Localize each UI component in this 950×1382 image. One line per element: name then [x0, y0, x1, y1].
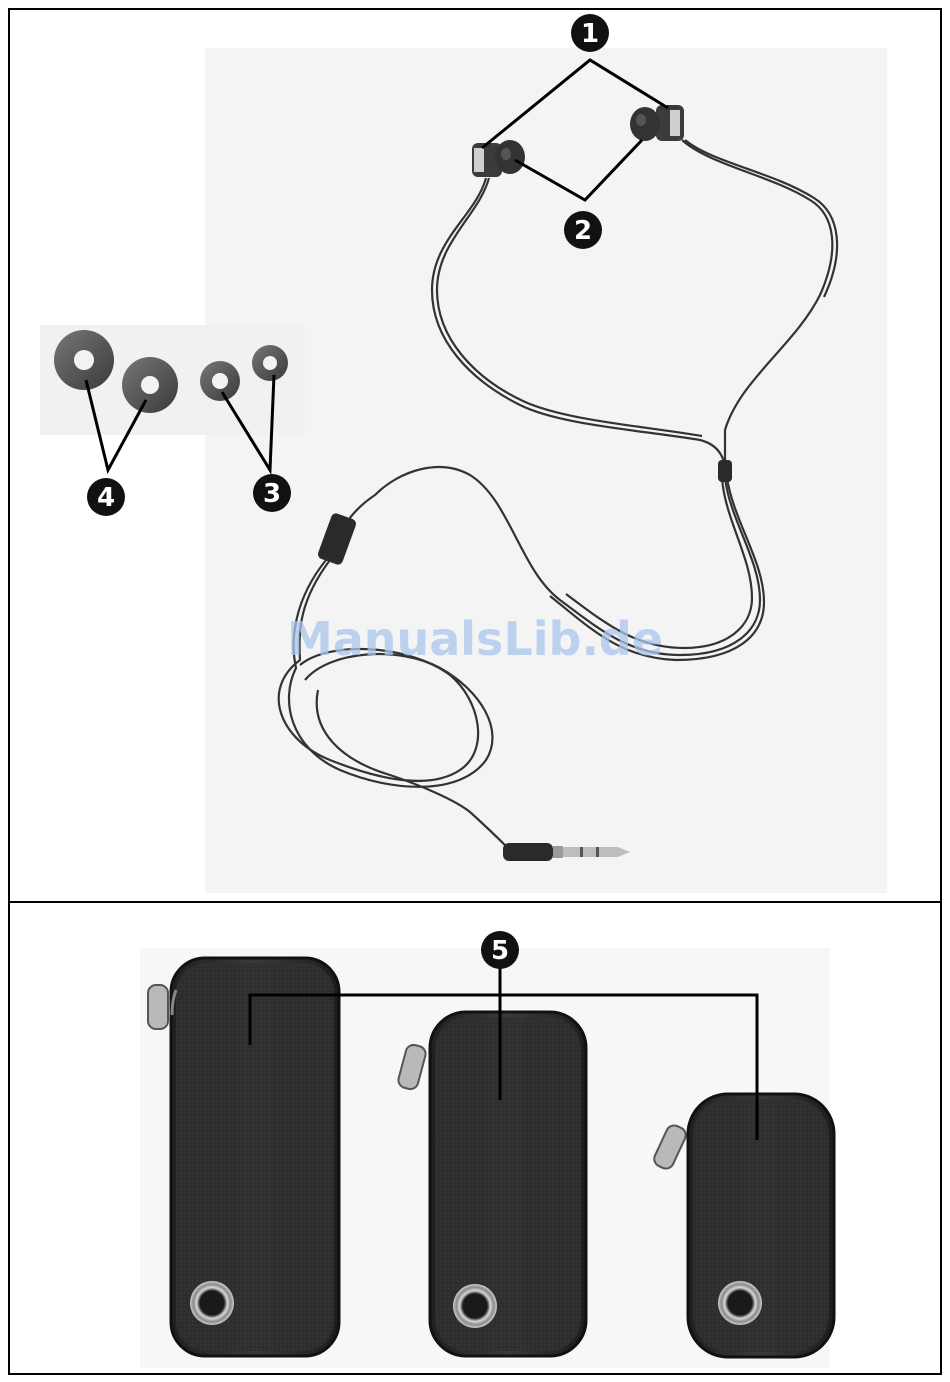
- callout-2: 2: [564, 211, 602, 249]
- ear-tip-large-right: [122, 357, 178, 413]
- svg-text:3: 3: [263, 479, 281, 509]
- svg-text:2: 2: [574, 216, 592, 246]
- earbud-right-icon: [630, 105, 684, 141]
- callout-5: 5: [481, 931, 519, 969]
- headphone-port-icon: [190, 1281, 234, 1325]
- pouch-large: [148, 958, 339, 1356]
- cable-splitter: [718, 460, 732, 482]
- callout-4: 4: [87, 478, 125, 516]
- ear-tip-small-left: [200, 361, 240, 401]
- svg-text:1: 1: [581, 19, 599, 49]
- headphone-port-icon: [718, 1281, 762, 1325]
- callout-1: 1: [571, 14, 609, 52]
- watermark-text: ManualsLib.de: [287, 612, 663, 666]
- ear-tip-large-left: [54, 330, 114, 390]
- svg-text:5: 5: [491, 936, 509, 966]
- headphone-port-icon: [453, 1284, 497, 1328]
- ear-tip-small-right: [252, 345, 288, 381]
- earbud-left-icon: [472, 140, 525, 177]
- earphone-photo-bg: [205, 48, 887, 893]
- zipper-pull-icon: [148, 985, 168, 1029]
- svg-text:4: 4: [97, 483, 115, 513]
- callout-3: 3: [253, 474, 291, 512]
